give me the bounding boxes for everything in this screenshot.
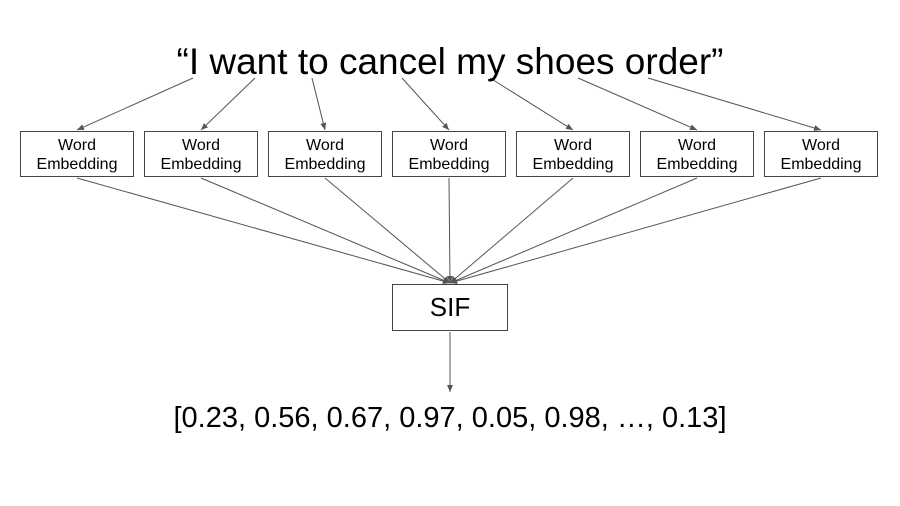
word-to-embedding-arrow <box>311 77 327 131</box>
sif-box: SIF <box>392 284 508 331</box>
box-label-line2: Embedding <box>284 156 366 173</box>
box-label-line1: Word <box>678 137 716 154</box>
word-embedding-box: Word Embedding <box>764 131 878 177</box>
box-label-line2: Embedding <box>36 156 118 173</box>
word-embedding-box: Word Embedding <box>516 131 630 177</box>
word-to-embedding-arrow <box>200 77 256 131</box>
box-label-line1: Word <box>430 137 468 154</box>
word-to-embedding-arrow <box>489 77 574 131</box>
word-embedding-box: Word Embedding <box>20 131 134 177</box>
box-label-line1: Word <box>182 137 220 154</box>
embedding-to-sif-arrow <box>449 177 698 284</box>
box-label-line1: Word <box>802 137 840 154</box>
box-label-line2: Embedding <box>408 156 490 173</box>
box-label-line1: Word <box>306 137 344 154</box>
output-vector: [0.23, 0.56, 0.67, 0.97, 0.05, 0.98, …, … <box>173 402 727 434</box>
box-label-line2: Embedding <box>160 156 242 173</box>
input-sentence: “I want to cancel my shoes order” <box>176 41 724 82</box>
embedding-to-sif-arrow <box>76 177 451 284</box>
word-embedding-box: Word Embedding <box>144 131 258 177</box>
word-embedding-box: Word Embedding <box>640 131 754 177</box>
embedding-to-sif-arrow <box>200 177 451 284</box>
embedding-to-sif-arrow <box>446 177 453 284</box>
embedding-to-sif-arrow <box>449 177 822 284</box>
word-to-embedding-arrow <box>401 77 450 131</box>
box-label-line1: Word <box>58 137 96 154</box>
box-label-line2: Embedding <box>532 156 614 173</box>
word-embedding-box: Word Embedding <box>268 131 382 177</box>
word-to-embedding-arrow <box>76 77 194 131</box>
embedding-to-sif-arrow <box>449 177 574 284</box>
embedding-to-sif-arrow <box>324 177 451 284</box>
box-label-line2: Embedding <box>656 156 738 173</box>
word-to-embedding-arrow <box>577 77 698 131</box>
box-label-line2: Embedding <box>780 156 862 173</box>
box-label-line1: Word <box>554 137 592 154</box>
word-to-embedding-arrow <box>647 77 822 131</box>
word-embedding-box: Word Embedding <box>392 131 506 177</box>
